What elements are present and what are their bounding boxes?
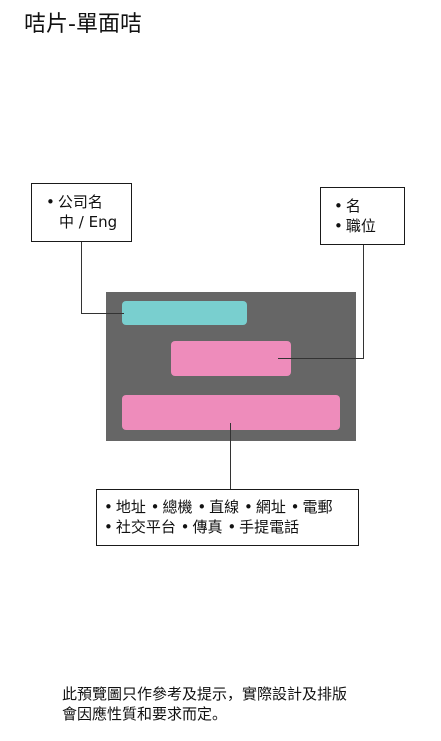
disclaimer-line-2: 會因應性質和要求而定。 (62, 705, 228, 723)
bullet-icon: • (150, 498, 160, 516)
company-name-bar (122, 301, 247, 325)
bullet-icon: • (104, 518, 113, 536)
company-name-label: 公司名 (57, 193, 103, 211)
person-name-line: •名 (334, 196, 404, 216)
person-info-bar (171, 341, 291, 376)
bullet-icon: • (46, 193, 55, 211)
person-callout: •名 •職位 (320, 187, 405, 245)
disclaimer-line-1: 此預覽圖只作參考及提示，實際設計及排版 (62, 685, 348, 703)
contact-social-label: 社交平台 (115, 518, 176, 536)
contact-website-label: 網址 (255, 498, 286, 516)
company-language-label: 中 / Eng (59, 213, 118, 231)
contact-row-2: •社交平台 •傳真 •手提電話 (104, 517, 358, 537)
person-title-line: •職位 (334, 216, 404, 236)
contact-email-label: 電郵 (302, 498, 333, 516)
company-name-line: •公司名 (46, 192, 131, 212)
person-connector-vertical (363, 245, 364, 359)
contact-address-label: 地址 (115, 498, 146, 516)
bullet-icon: • (243, 498, 253, 516)
company-callout: •公司名 中 / Eng (31, 183, 132, 242)
bullet-icon: • (197, 498, 207, 516)
bullet-icon: • (227, 518, 237, 536)
bullet-icon: • (334, 197, 343, 215)
person-title-label: 職位 (345, 217, 376, 235)
contact-fax-label: 傳真 (192, 518, 223, 536)
bullet-icon: • (180, 518, 190, 536)
page-title: 咭片-單面咭 (24, 12, 142, 37)
company-connector-vertical (81, 242, 82, 314)
contact-mobile-label: 手提電話 (239, 518, 300, 536)
person-name-label: 名 (345, 197, 361, 215)
bullet-icon: • (334, 217, 343, 235)
contact-info-bar (122, 395, 340, 430)
bullet-icon: • (104, 498, 113, 516)
contact-switchboard-label: 總機 (162, 498, 193, 516)
contact-callout: •地址 •總機 •直線 •網址 •電郵 •社交平台 •傳真 •手提電話 (96, 489, 359, 546)
contact-row-1: •地址 •總機 •直線 •網址 •電郵 (104, 497, 358, 517)
company-connector-horizontal (81, 313, 124, 314)
card-preview (106, 292, 356, 441)
contact-connector-vertical (230, 423, 231, 489)
disclaimer-text: 此預覽圖只作參考及提示，實際設計及排版 會因應性質和要求而定。 (62, 684, 347, 724)
bullet-icon: • (290, 498, 300, 516)
person-connector-horizontal (278, 358, 364, 359)
contact-direct-line-label: 直線 (209, 498, 240, 516)
